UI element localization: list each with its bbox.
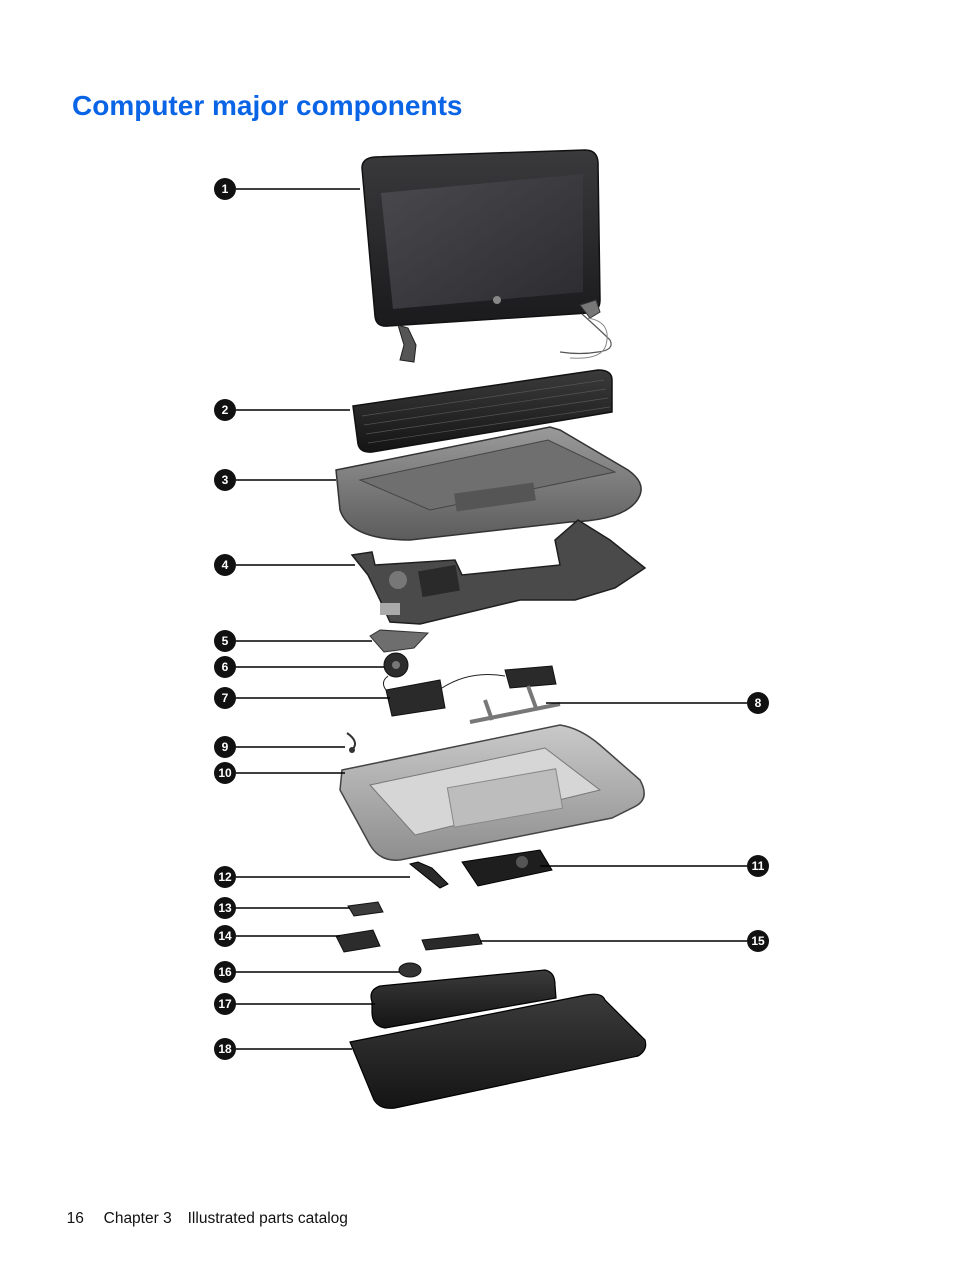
callout-12: 12: [214, 866, 236, 888]
callout-10: 10: [214, 762, 236, 784]
svg-text:14: 14: [218, 929, 232, 943]
svg-text:16: 16: [218, 965, 232, 979]
leader-lines: [236, 188, 747, 1050]
callout-14: 14: [214, 925, 236, 947]
callout-11: 11: [747, 855, 769, 877]
hard-drive: [461, 849, 553, 887]
callout-17: 17: [214, 993, 236, 1015]
callout-5: 5: [214, 630, 236, 652]
svg-text:4: 4: [222, 558, 229, 572]
chapter-label: Chapter 3: [103, 1210, 172, 1227]
page-number: 16: [66, 1210, 84, 1227]
svg-text:17: 17: [218, 997, 232, 1011]
svg-text:13: 13: [218, 901, 232, 915]
base-enclosure: [339, 724, 645, 861]
svg-text:1: 1: [222, 182, 229, 196]
svg-text:6: 6: [222, 660, 229, 674]
svg-text:10: 10: [218, 766, 232, 780]
fan: [383, 652, 409, 678]
top-cover: [335, 426, 642, 541]
page-footer: 16 Chapter 3 Illustrated parts catalog: [58, 1192, 348, 1228]
power-connector: [408, 861, 449, 889]
small-board: [347, 901, 384, 917]
callout-13: 13: [214, 897, 236, 919]
callout-1: 1: [214, 178, 236, 200]
callout-16: 16: [214, 961, 236, 983]
callout-15: 15: [747, 930, 769, 952]
cable-assembly: [469, 685, 561, 724]
battery-cover: [349, 993, 647, 1109]
fan-bracket: [369, 629, 430, 653]
page-title: Computer major components: [72, 90, 463, 121]
rtc-battery: [398, 962, 422, 978]
callout-18: 18: [214, 1038, 236, 1060]
svg-text:3: 3: [222, 473, 229, 487]
keyboard: [352, 369, 613, 453]
callout-6: 6: [214, 656, 236, 678]
svg-text:8: 8: [755, 696, 762, 710]
callout-8: 8: [747, 692, 769, 714]
svg-text:2: 2: [222, 403, 229, 417]
system-board: [350, 519, 647, 625]
svg-text:12: 12: [218, 870, 232, 884]
card-module: [335, 929, 381, 953]
battery: [370, 969, 557, 1029]
callout-2: 2: [214, 399, 236, 421]
callout-9: 9: [214, 736, 236, 758]
power-connector-cable: [346, 732, 357, 753]
callout-3: 3: [214, 469, 236, 491]
memory-module: [421, 933, 483, 951]
svg-text:7: 7: [222, 691, 229, 705]
svg-text:15: 15: [751, 934, 765, 948]
svg-text:11: 11: [752, 859, 765, 873]
section-label: Illustrated parts catalog: [187, 1210, 348, 1227]
callout-4: 4: [214, 554, 236, 576]
callout-7: 7: [214, 687, 236, 709]
svg-text:18: 18: [218, 1042, 232, 1056]
svg-text:5: 5: [222, 634, 229, 648]
svg-text:9: 9: [222, 740, 229, 754]
display-assembly: [361, 149, 612, 363]
speakers: [382, 665, 557, 717]
